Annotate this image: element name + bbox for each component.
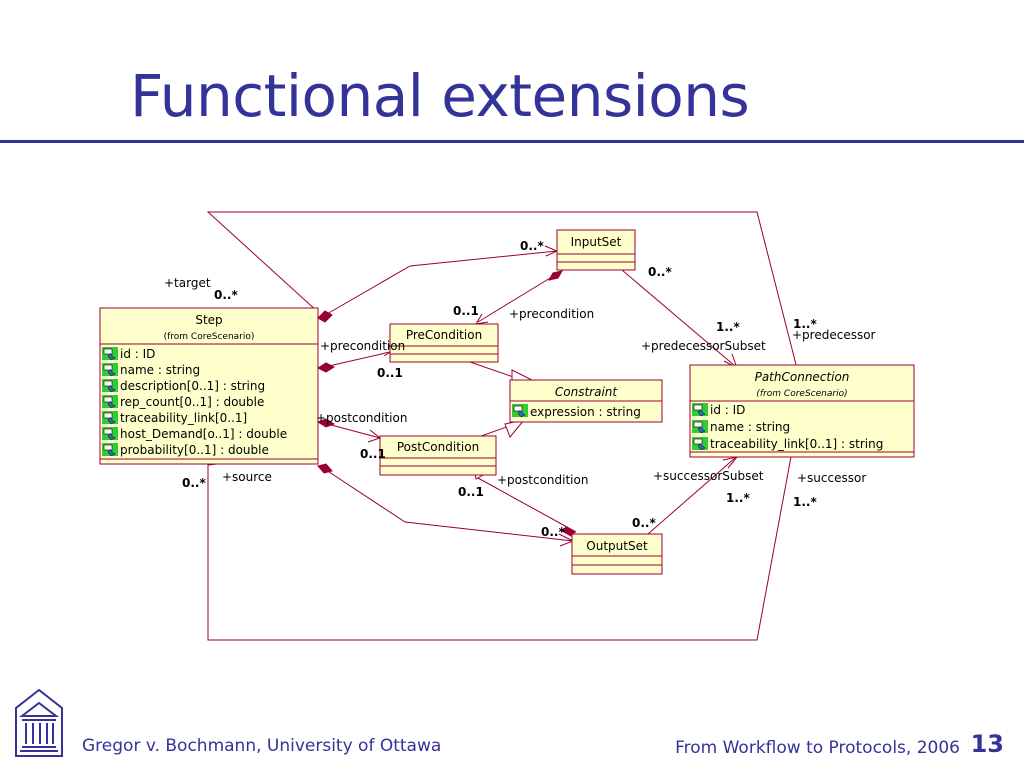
attribute-icon	[101, 362, 119, 377]
class-pathconnection[interactable]: PathConnection (from CoreScenario) id : …	[689, 364, 915, 458]
label-step-postcondition: +postcondition	[316, 411, 407, 425]
class-pathconnection-attr: traceability_link[0..1] : string	[710, 437, 883, 451]
attribute-icon	[101, 410, 119, 425]
mult-source: 0..*	[182, 476, 206, 490]
class-precondition-name: PreCondition	[406, 328, 482, 342]
class-postcondition-name: PostCondition	[397, 440, 479, 454]
class-pathconnection-attr: name : string	[710, 420, 790, 434]
mult-outputset-postcondition: 0..1	[458, 485, 484, 499]
assoc-outputset-postcondition	[477, 477, 577, 533]
mult-inputset-left: 0..*	[520, 239, 544, 253]
label-successor-subset: +successorSubset	[653, 469, 764, 483]
mult-precondition: 0..1	[377, 366, 403, 380]
class-outputset-name: OutputSet	[586, 539, 648, 553]
attribute-icon	[101, 442, 119, 457]
class-constraint[interactable]: Constraint expression : string	[509, 379, 663, 423]
class-step-attr: description[0..1] : string	[120, 379, 265, 393]
university-logo-icon	[15, 688, 63, 757]
label-target: +target	[164, 276, 211, 290]
label-predecessor: +predecessor	[792, 328, 876, 342]
label-outputset-postcondition: +postcondition	[497, 473, 588, 487]
class-step-attr: probability[0..1] : double	[120, 443, 269, 457]
class-step-attr: traceability_link[0..1]	[120, 411, 247, 425]
attribute-icon	[101, 426, 119, 441]
assoc-inputset-precondition	[477, 271, 561, 323]
class-postcondition[interactable]: PostCondition	[379, 435, 497, 476]
attribute-icon	[101, 346, 119, 361]
class-pathconnection-name: PathConnection	[755, 370, 850, 384]
assoc-outputset-pathconnection	[647, 457, 736, 535]
class-pathconnection-stereotype: (from CoreScenario)	[756, 389, 847, 399]
mult-outputset-right: 0..*	[632, 516, 656, 530]
label-successor: +successor	[797, 471, 866, 485]
attribute-icon	[691, 402, 709, 417]
class-step-stereotype: (from CoreScenario)	[164, 332, 255, 342]
attribute-icon	[691, 419, 709, 434]
class-step-attr: rep_count[0..1] : double	[120, 395, 264, 409]
attribute-icon	[511, 403, 529, 418]
class-step-attr: host_Demand[o..1] : double	[120, 427, 287, 441]
class-step[interactable]: Step (from CoreScenario) id : ID name : …	[99, 307, 319, 465]
mult-predecessor: 1..*	[793, 317, 817, 331]
label-inputset-precondition: +precondition	[509, 307, 594, 321]
class-outputset[interactable]: OutputSet	[571, 533, 663, 575]
generalization-arrow-2	[504, 419, 526, 438]
class-inputset-name: InputSet	[571, 235, 622, 249]
assoc-step-inputset	[319, 250, 558, 319]
attribute-icon	[101, 378, 119, 393]
page-number: 13	[970, 730, 1004, 758]
class-precondition[interactable]: PreCondition	[389, 323, 499, 363]
assoc-step-pathconnection-loop	[206, 211, 804, 641]
mult-predecessor-subset: 1..*	[716, 320, 740, 334]
attribute-icon	[101, 394, 119, 409]
class-constraint-attr: expression : string	[530, 405, 641, 419]
mult-target: 0..*	[214, 288, 238, 302]
class-constraint-name: Constraint	[555, 385, 619, 399]
footer-author: Gregor v. Bochmann, University of Ottawa	[82, 736, 442, 756]
class-step-attr: name : string	[120, 363, 200, 377]
mult-inputset-precondition: 0..1	[453, 304, 479, 318]
class-pathconnection-attr: id : ID	[710, 403, 745, 417]
footer-presentation: From Workflow to Protocols, 2006	[675, 738, 960, 758]
attribute-icon	[691, 436, 709, 451]
label-source: +source	[222, 470, 272, 484]
label-predecessor-subset: +predecessorSubset	[641, 339, 766, 353]
slide-title: Functional extensions	[130, 62, 750, 130]
title-divider	[0, 140, 1024, 143]
mult-postcondition-left: 0..1	[360, 447, 386, 461]
mult-outputset-left: 0..*	[541, 525, 565, 539]
class-inputset[interactable]: InputSet	[556, 229, 636, 271]
mult-inputset-right: 0..*	[648, 265, 672, 279]
mult-successor-subset: 1..*	[726, 491, 750, 505]
label-step-precondition: +precondition	[320, 339, 405, 353]
class-step-name: Step	[195, 313, 222, 327]
assoc-inputset-pathconnection	[621, 269, 736, 367]
assoc-step-outputset	[319, 465, 574, 542]
class-step-attr: id : ID	[120, 347, 155, 361]
role-labels: +target 0..* +source 0..* +precondition …	[164, 239, 876, 539]
mult-successor: 1..*	[793, 495, 817, 509]
